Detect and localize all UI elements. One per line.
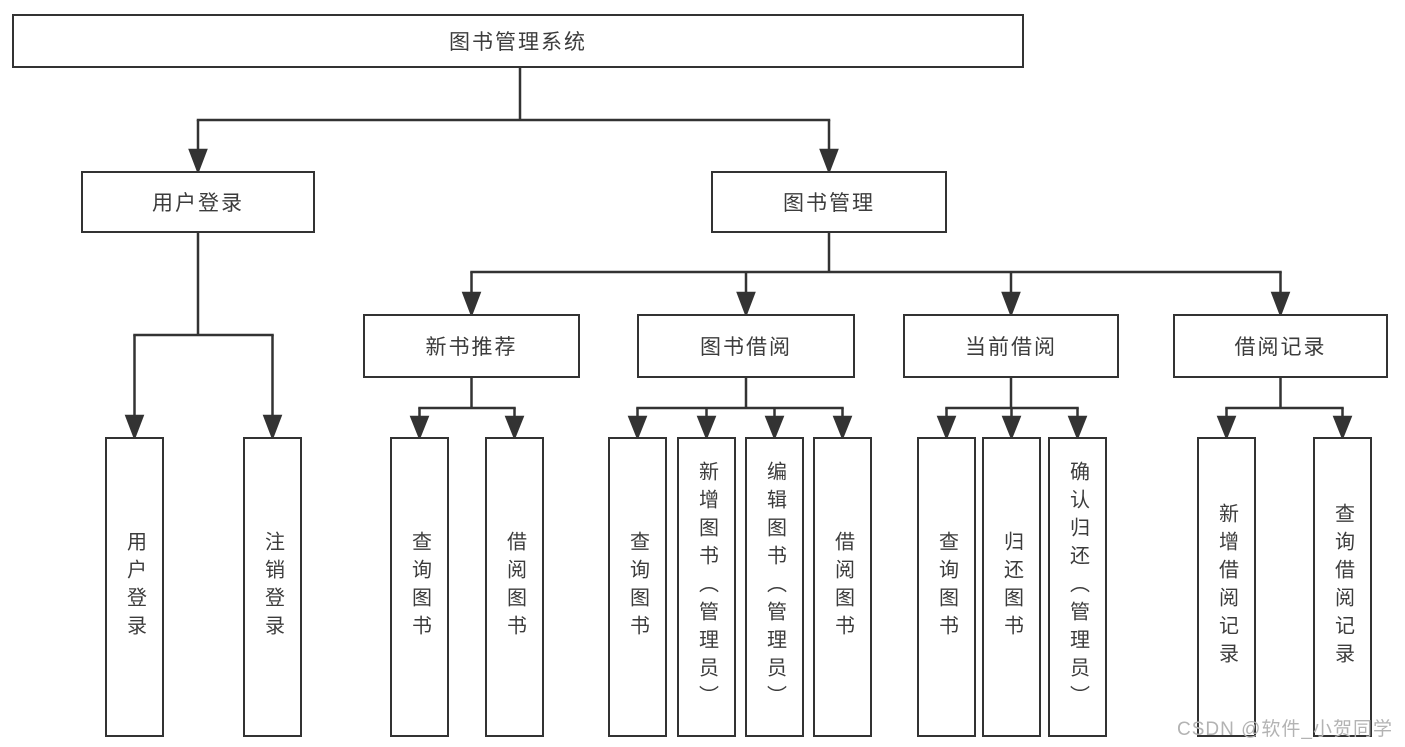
leaf-recommend-borrow-book: 借阅图书 [485,437,544,737]
leaf-borrow-query-book: 查询图书 [608,437,667,737]
leaf-query-borrow-record-label: 查询借阅记录 [1331,503,1354,671]
arrow-down-icon [832,415,853,441]
node-root: 图书管理系统 [12,14,1024,68]
arrow-down-icon [764,415,785,441]
leaf-borrow-book: 借阅图书 [813,437,872,737]
node-current-borrow-label: 当前借阅 [965,336,1057,359]
leaf-add-borrow-record-label: 新增借阅记录 [1215,503,1238,671]
node-book-management: 图书管理 [711,171,947,233]
leaf-current-query-book: 查询图书 [917,437,976,737]
leaf-logout-label: 注销登录 [261,531,284,643]
arrow-down-icon [188,148,208,175]
node-new-book-recommend-label: 新书推荐 [425,336,518,359]
leaf-edit-book-admin-label: 编辑图书（管理员） [763,461,786,713]
arrow-down-icon [1001,415,1022,441]
leaf-confirm-return-admin-label: 确认归还（管理员） [1066,461,1089,713]
arrow-down-icon [409,415,430,441]
leaf-add-book-admin-label: 新增图书（管理员） [695,461,718,713]
node-book-management-label: 图书管理 [783,192,875,215]
node-user-login-label: 用户登录 [152,192,244,215]
node-borrow-records-label: 借阅记录 [1234,336,1327,359]
node-current-borrow: 当前借阅 [903,314,1119,378]
arrow-down-icon [936,415,957,441]
arrow-down-icon [736,291,756,318]
leaf-confirm-return-admin: 确认归还（管理员） [1048,437,1107,737]
connector-book-borrow [627,378,853,441]
arrow-down-icon [262,414,283,441]
leaf-borrow-query-book-label: 查询图书 [626,531,649,643]
node-book-borrow-label: 图书借阅 [700,336,792,359]
arrow-down-icon [1001,291,1021,318]
node-book-borrow: 图书借阅 [637,314,855,378]
arrow-down-icon [1332,415,1353,441]
leaf-edit-book-admin: 编辑图书（管理员） [745,437,804,737]
connector-user-login [124,233,283,441]
node-root-label: 图书管理系统 [449,31,587,54]
leaf-return-book: 归还图书 [982,437,1041,737]
node-user-login: 用户登录 [81,171,315,233]
leaf-recommend-query-book: 查询图书 [390,437,449,737]
arrow-down-icon [819,148,839,175]
leaf-user-login: 用户登录 [105,437,164,737]
arrow-down-icon [504,415,525,441]
arrow-down-icon [461,291,482,318]
connector-current-borrow [936,378,1088,441]
arrow-down-icon [124,414,145,441]
leaf-add-book-admin: 新增图书（管理员） [677,437,736,737]
arrow-down-icon [1216,415,1237,441]
connector-new-book-recommend [409,378,525,441]
arrow-down-icon [627,415,648,441]
connector-borrow-records [1216,378,1353,441]
node-borrow-records: 借阅记录 [1173,314,1388,378]
csdn-watermark: CSDN @软件_小贺同学 [1177,719,1393,740]
leaf-recommend-borrow-book-label: 借阅图书 [503,531,526,643]
leaf-add-borrow-record: 新增借阅记录 [1197,437,1256,737]
arrow-down-icon [696,415,717,441]
leaf-logout: 注销登录 [243,437,302,737]
connector-book-management [461,233,1291,318]
arrow-down-icon [1270,291,1291,318]
node-new-book-recommend: 新书推荐 [363,314,580,378]
leaf-user-login-label: 用户登录 [123,531,146,643]
leaf-query-borrow-record: 查询借阅记录 [1313,437,1372,737]
leaf-recommend-query-book-label: 查询图书 [408,531,431,643]
leaf-current-query-book-label: 查询图书 [935,531,958,643]
connector-root [188,68,839,175]
arrow-down-icon [1067,415,1088,441]
leaf-borrow-book-label: 借阅图书 [831,531,854,643]
leaf-return-book-label: 归还图书 [1000,531,1023,643]
